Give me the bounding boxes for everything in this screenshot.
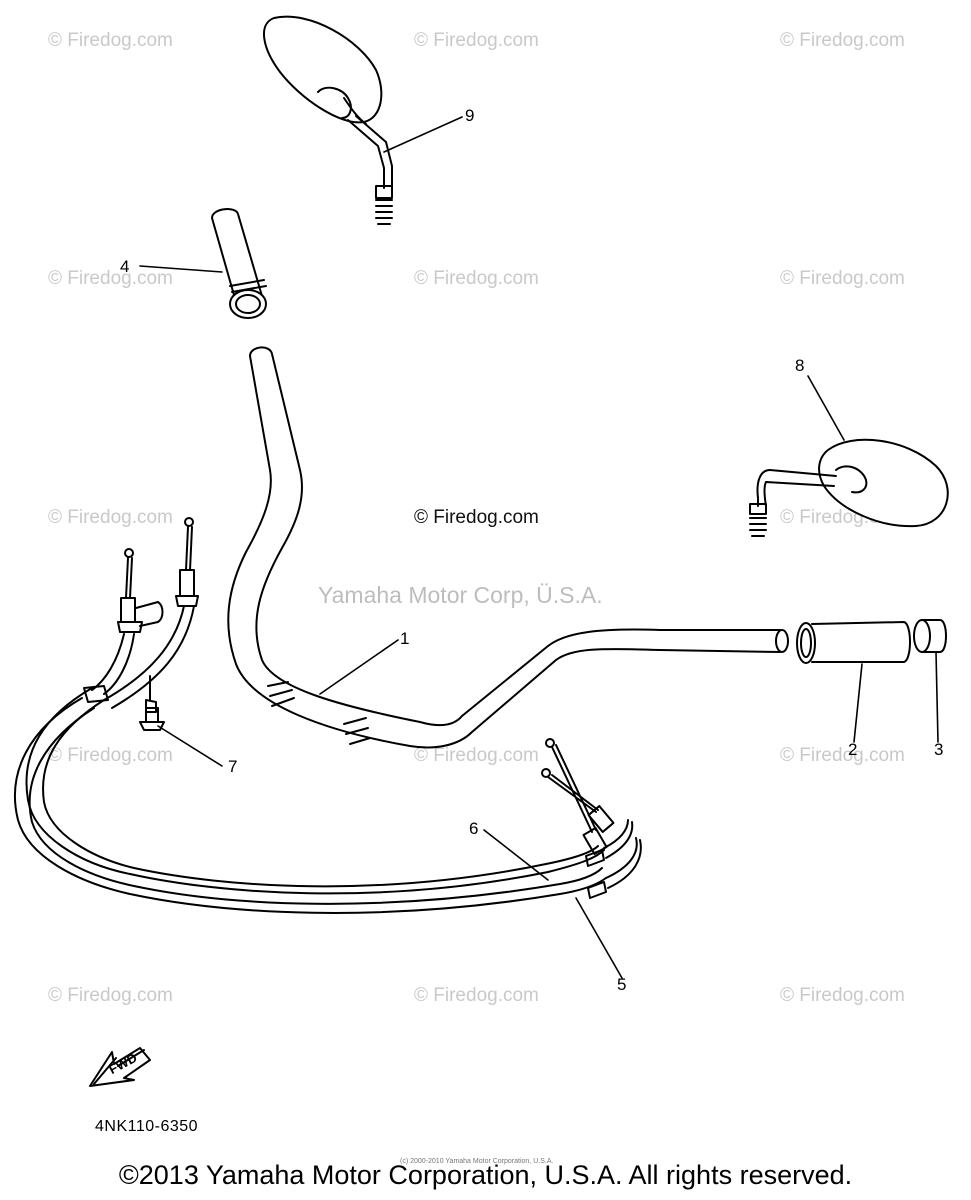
yamaha-watermark: Yamaha Motor Corp, Ü.S.A. xyxy=(318,582,603,608)
center-watermark: © Firedog.com xyxy=(414,507,539,528)
callout-9: 9 xyxy=(465,106,475,125)
grip-right-part xyxy=(796,621,911,664)
callout-7: 7 xyxy=(228,757,238,776)
watermark: © Firedog.com xyxy=(780,985,905,1006)
mirror-right-part xyxy=(749,438,949,537)
watermark: © Firedog.com xyxy=(414,268,539,289)
watermark: © Firedog.com xyxy=(48,745,173,766)
fwd-arrow-icon xyxy=(89,1047,151,1087)
callout-3: 3 xyxy=(934,740,944,759)
small-notice: (c) 2000-2010 Yamaha Motor Corporation, … xyxy=(400,1158,554,1165)
callout-1: 1 xyxy=(400,629,410,648)
watermark: © Firedog.com xyxy=(48,268,173,289)
watermark: © Firedog.com xyxy=(48,507,173,528)
watermark: © Firedog.com xyxy=(48,985,173,1006)
watermark: © Firedog.com xyxy=(780,745,905,766)
watermark: © Firedog.com xyxy=(414,985,539,1006)
watermark: © Firedog.com xyxy=(780,30,905,51)
leader-lines xyxy=(139,116,939,979)
mirror-left-part xyxy=(262,15,393,225)
watermark: © Firedog.com xyxy=(48,30,173,51)
handlebar-part xyxy=(227,346,789,749)
grip-left-part xyxy=(211,208,267,319)
watermark: © Firedog.com xyxy=(780,268,905,289)
throttle-cables-part xyxy=(541,738,642,899)
callout-4: 4 xyxy=(120,257,130,276)
callout-6: 6 xyxy=(469,819,479,838)
copyright-footer: ©2013 Yamaha Motor Corporation, U.S.A. A… xyxy=(118,1160,853,1190)
watermark: © Firedog.com xyxy=(414,745,539,766)
callout-5: 5 xyxy=(617,975,627,994)
watermark: © Firedog.com xyxy=(414,30,539,51)
callout-2: 2 xyxy=(848,740,858,759)
grip-end-part xyxy=(913,619,947,653)
clutch-cables-part xyxy=(13,517,607,914)
bolt-part xyxy=(139,707,165,731)
callout-8: 8 xyxy=(795,356,805,375)
part-number: 4NK110-6350 xyxy=(95,1118,199,1135)
